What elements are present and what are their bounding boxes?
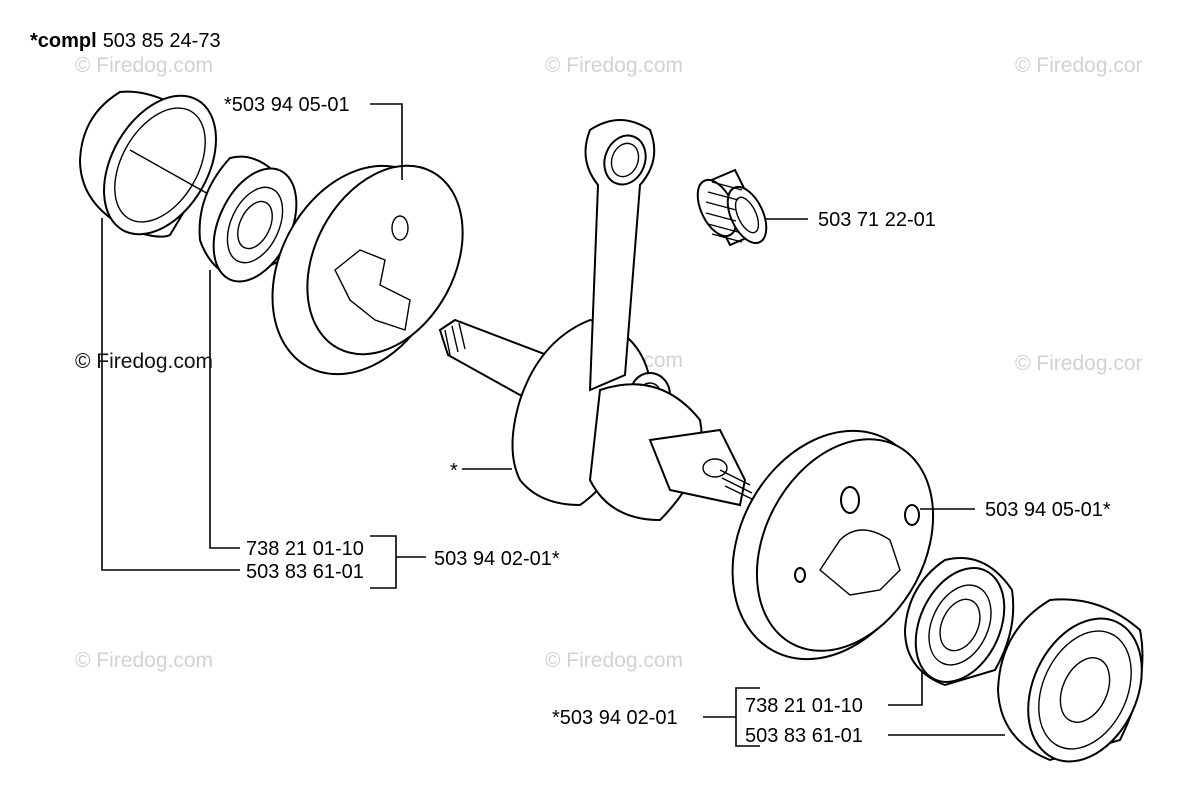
label-left-kit: 503 94 02-01* — [434, 548, 560, 570]
left-flywheel-half-drawing — [271, 164, 464, 376]
leader-lines — [101, 103, 1005, 747]
watermark-top-center: © Firedog.com — [545, 54, 683, 77]
label-right-seal: 503 83 61-01 — [745, 725, 863, 747]
right-bearing-drawing — [903, 557, 1015, 687]
label-right-kit: *503 94 02-01 — [552, 707, 678, 729]
label-right-bearing: 738 21 01-10 — [745, 695, 863, 717]
needle-bearing-drawing — [696, 168, 768, 247]
label-left-bearing: 738 21 01-10 — [246, 538, 364, 560]
watermark-top-left: © Firedog.com — [75, 54, 213, 77]
watermark-top-right: © Firedog.cor — [1015, 54, 1143, 77]
watermark-bottom-left: © Firedog.com — [75, 649, 213, 672]
part-labels: *503 94 05-01 503 71 22-01 503 94 05-01*… — [224, 94, 1111, 747]
label-top-flywheel-half: *503 94 05-01 — [224, 94, 350, 116]
compl-number: 503 85 24-73 — [103, 30, 221, 52]
right-flywheel-half-drawing — [731, 429, 935, 661]
crankshaft-drawing — [438, 119, 755, 522]
watermark-middle-right: © Firedog.cor — [1015, 352, 1143, 375]
label-crankshaft-star: * — [450, 460, 458, 482]
compl-prefix: *compl — [30, 30, 97, 52]
label-left-seal: 503 83 61-01 — [246, 561, 364, 583]
label-needle-bearing: 503 71 22-01 — [818, 209, 936, 231]
right-seal-drawing — [996, 598, 1144, 763]
label-right-flywheel-half: 503 94 05-01* — [985, 499, 1111, 521]
left-seal-drawing — [78, 90, 217, 238]
watermark-dark-left: © Firedog.com — [75, 350, 213, 373]
assembly-header: *compl 503 85 24-73 — [30, 30, 221, 52]
watermark-bottom-center: © Firedog.com — [545, 649, 683, 672]
